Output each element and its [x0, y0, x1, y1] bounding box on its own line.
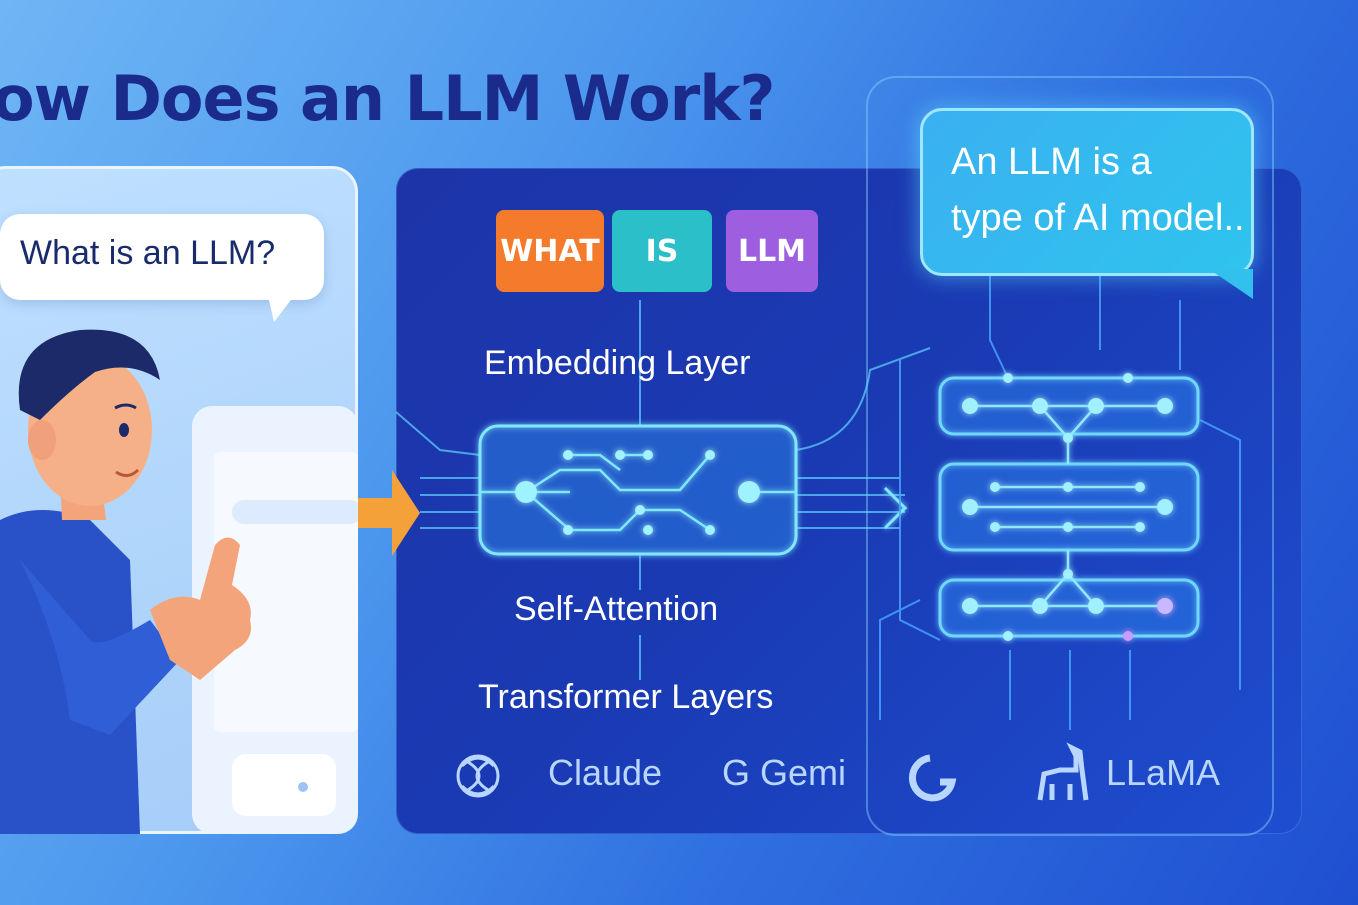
llama-icon — [1037, 742, 1089, 801]
phone-input-bar[interactable] — [232, 500, 362, 524]
phone-dot — [298, 782, 308, 792]
phone-bottom-card — [232, 754, 336, 816]
gemini-g-icon: G — [722, 752, 761, 793]
self-attention-label: Self-Attention — [514, 590, 719, 628]
brand-gemini-label: Gemi — [760, 752, 847, 793]
brand-gemini: G Gemi — [722, 752, 846, 794]
token-llm: LLM — [726, 210, 818, 292]
token-is: IS — [612, 210, 712, 292]
token-what-label: WHAT — [500, 233, 600, 269]
input-arrow-icon — [358, 470, 420, 556]
openai-icon — [456, 754, 500, 798]
embedding-layer-label: Embedding Layer — [484, 344, 751, 382]
question-text: What is an LLM? — [20, 234, 276, 272]
transformer-layers-label: Transformer Layers — [478, 678, 774, 716]
answer-line-1: An LLM is a — [951, 141, 1152, 183]
brand-claude: Claude — [548, 752, 663, 793]
page-title: ow Does an LLM Work? — [0, 62, 775, 135]
token-is-label: IS — [645, 233, 679, 269]
answer-bubble: An LLM is a type of AI model.. — [920, 108, 1254, 299]
token-what: WHAT — [496, 210, 604, 292]
answer-line-2: type of AI model.. — [951, 197, 1245, 239]
google-icon — [908, 754, 957, 802]
brand-llama: LLaMA — [1106, 752, 1221, 793]
token-llm-label: LLM — [737, 233, 807, 269]
question-bubble: What is an LLM? — [0, 214, 324, 322]
output-frame — [866, 76, 1274, 836]
